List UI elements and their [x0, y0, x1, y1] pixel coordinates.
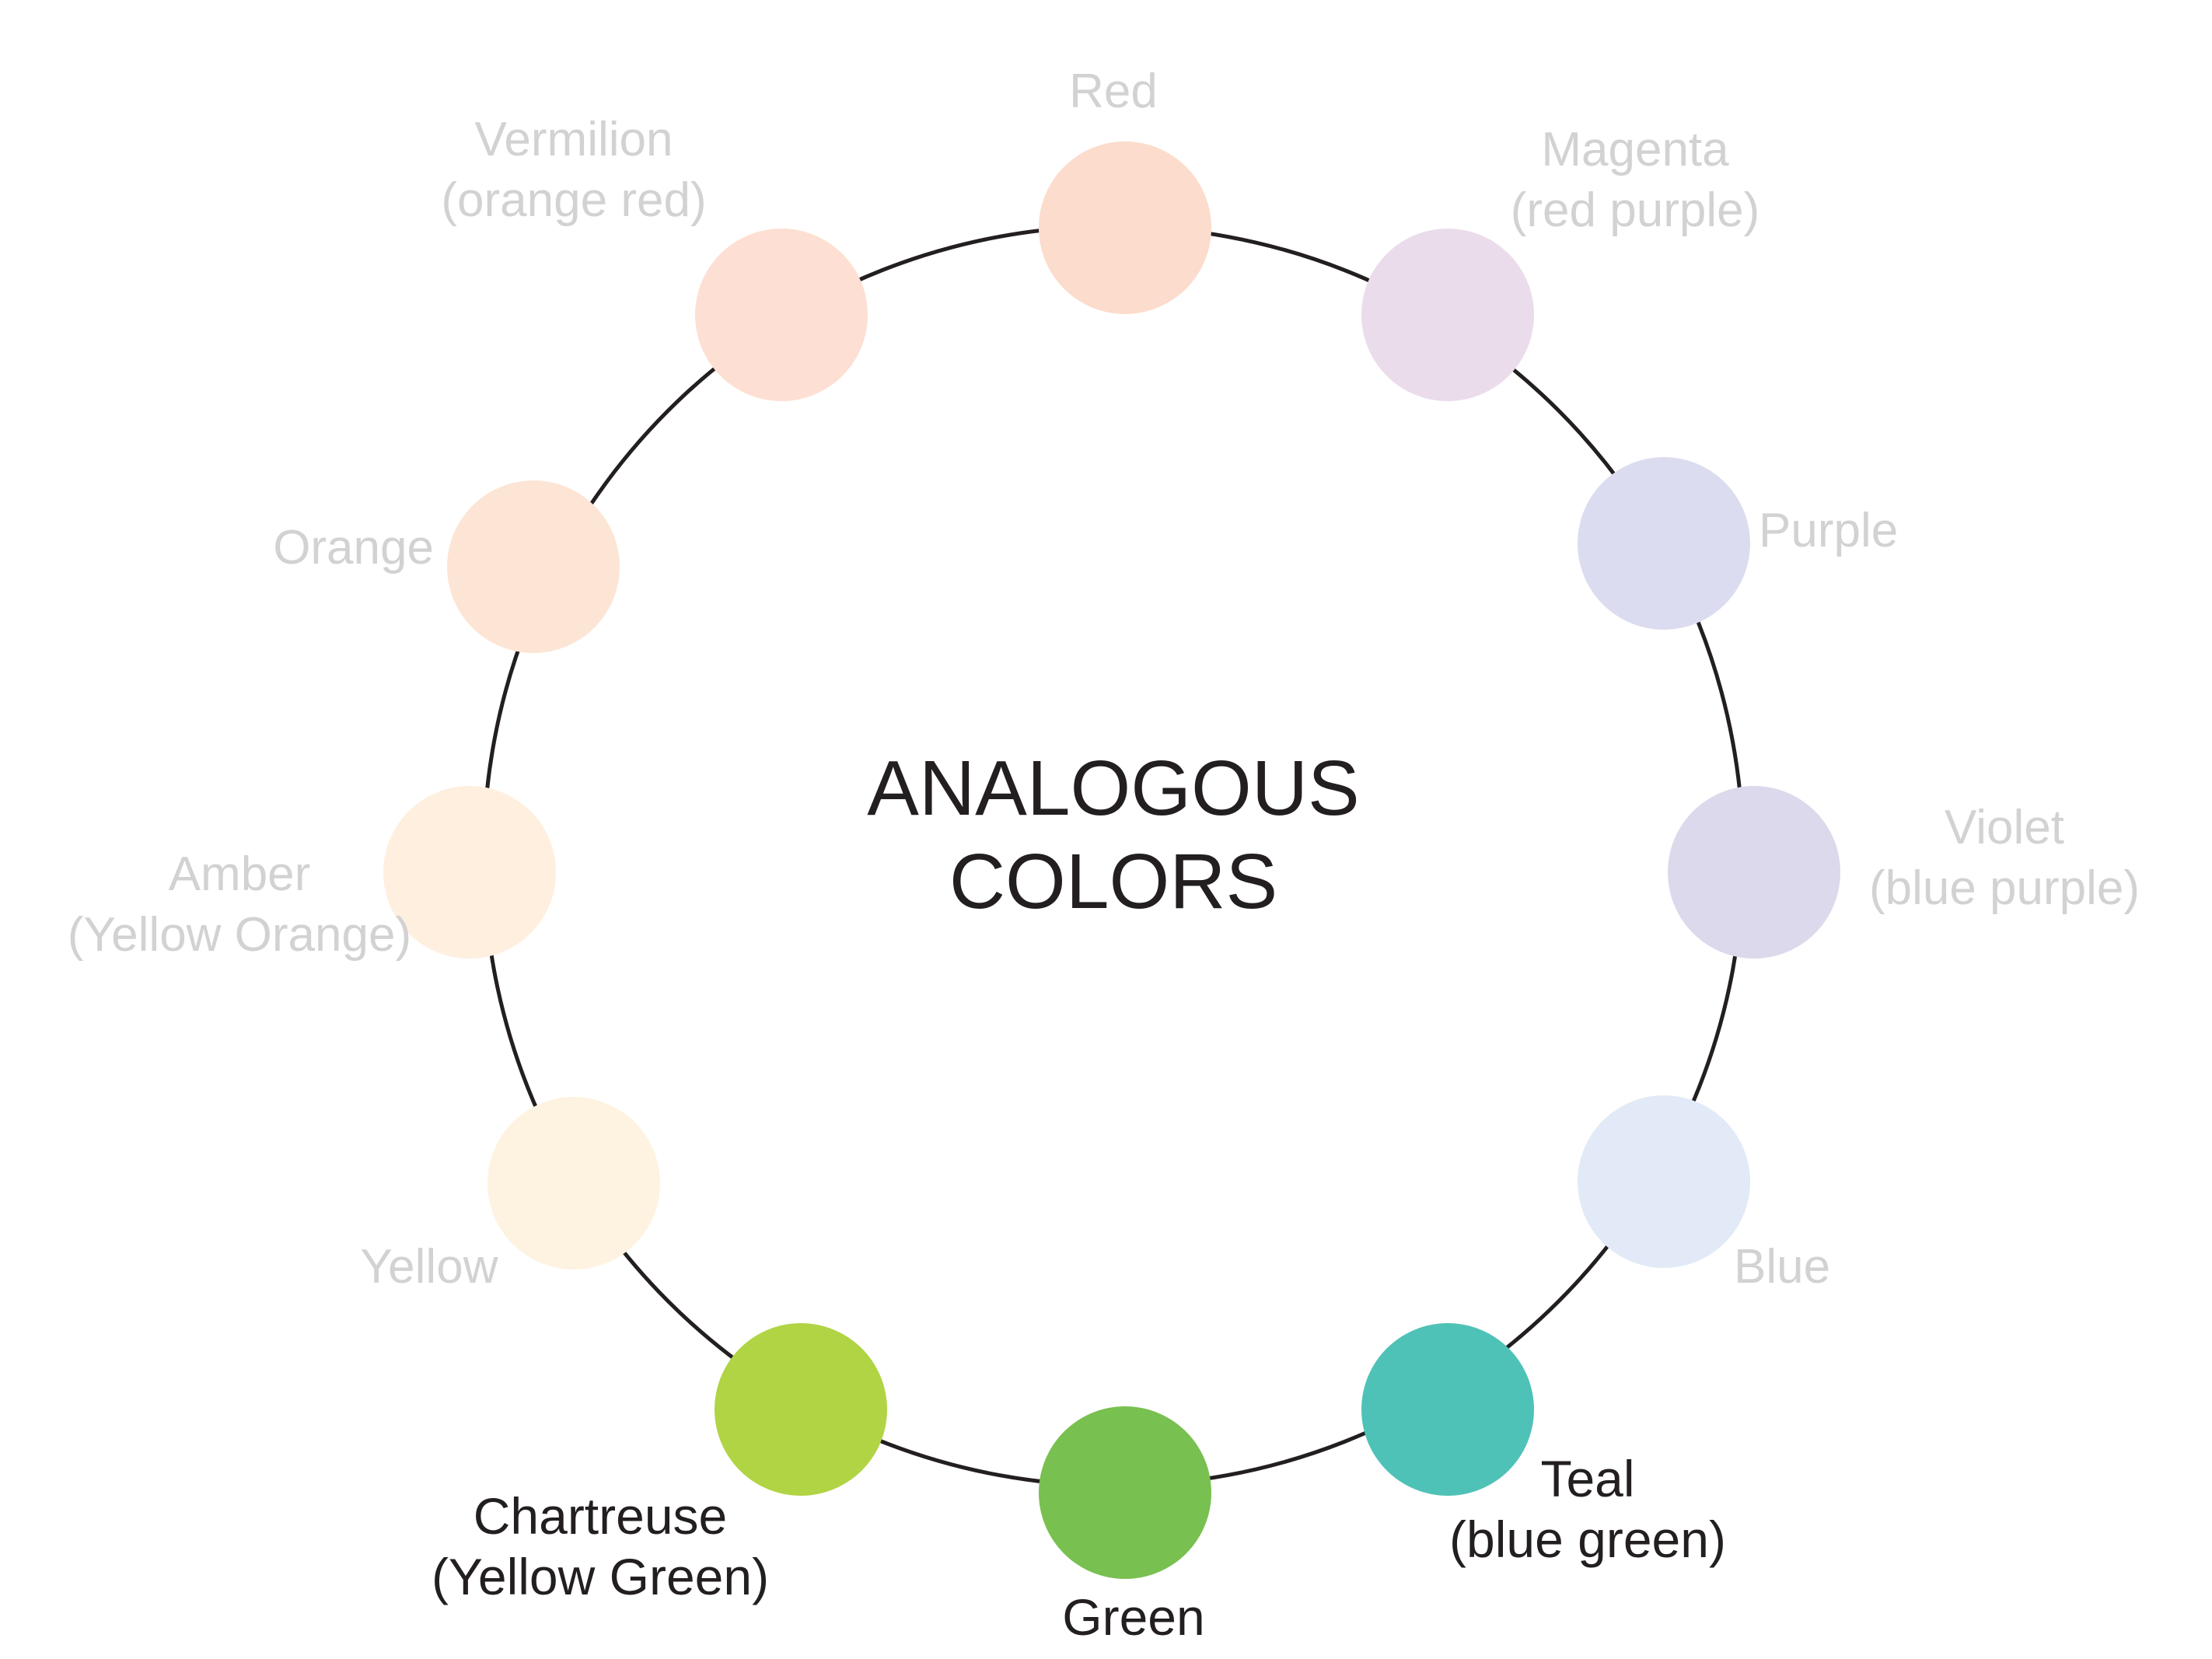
label-teal-line-2: (blue green)	[1449, 1511, 1726, 1568]
label-yellow: Yellow	[361, 1240, 498, 1294]
swatch-chartreuse	[715, 1323, 887, 1496]
swatch-violet	[1668, 786, 1840, 959]
label-teal-line-1: Teal	[1540, 1450, 1634, 1507]
label-vermilion-line-2: (orange red)	[441, 173, 706, 227]
swatch-layer	[383, 141, 1840, 1579]
label-chartreuse-line-2: (Yellow Green)	[432, 1548, 769, 1605]
label-amber-line-1: Amber	[169, 847, 311, 901]
swatch-teal	[1361, 1323, 1534, 1496]
diagram-title-line-1: ANALOGOUS	[867, 745, 1360, 832]
label-violet-line-1: Violet	[1945, 801, 2064, 854]
label-chartreuse-line-1: Chartreuse	[474, 1487, 728, 1545]
swatch-magenta	[1361, 229, 1534, 401]
label-teal: Teal(blue green)	[1449, 1450, 1726, 1568]
swatch-red	[1039, 141, 1211, 314]
swatch-yellow	[487, 1097, 660, 1270]
label-magenta-line-2: (red purple)	[1511, 183, 1759, 237]
label-red: Red	[1069, 65, 1158, 118]
label-red-line-1: Red	[1069, 65, 1158, 118]
label-vermilion: Vermilion (orange red)	[441, 113, 706, 227]
label-green-line-1: Green	[1062, 1588, 1204, 1646]
label-vermilion-line-1: Vermilion	[475, 113, 673, 166]
label-blue-line-1: Blue	[1734, 1240, 1830, 1294]
label-magenta: Magenta (red purple)	[1511, 123, 1759, 237]
label-orange: Orange	[273, 521, 434, 575]
swatch-amber	[383, 786, 556, 959]
swatch-vermilion	[695, 229, 868, 401]
label-blue: Blue	[1734, 1240, 1830, 1294]
label-amber: Amber (Yellow Orange)	[68, 847, 411, 962]
swatch-orange	[447, 480, 620, 653]
label-orange-line-1: Orange	[273, 521, 434, 575]
swatch-purple	[1578, 457, 1750, 630]
label-purple: Purple	[1759, 504, 1898, 557]
label-violet: Violet (blue purple)	[1869, 801, 2140, 915]
label-magenta-line-1: Magenta	[1541, 123, 1729, 176]
label-green: Green	[1062, 1588, 1204, 1646]
label-purple-line-1: Purple	[1759, 504, 1898, 557]
label-yellow-line-1: Yellow	[361, 1240, 498, 1294]
label-violet-line-2: (blue purple)	[1869, 861, 2140, 915]
label-chartreuse: Chartreuse(Yellow Green)	[432, 1487, 769, 1605]
swatch-blue	[1578, 1095, 1750, 1268]
label-amber-line-2: (Yellow Orange)	[68, 908, 411, 962]
swatch-green	[1039, 1406, 1211, 1579]
diagram-title-line-2: COLORS	[949, 838, 1277, 925]
